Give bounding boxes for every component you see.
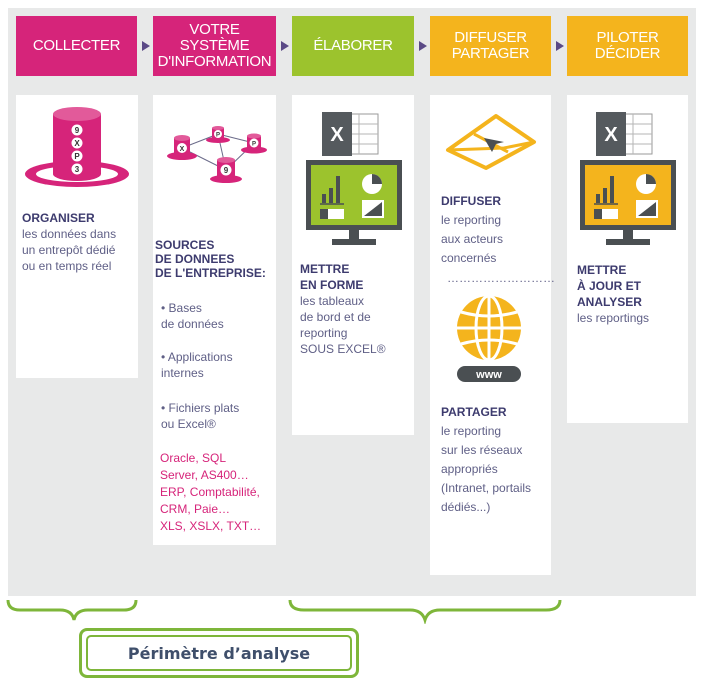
- db-letter: X: [74, 139, 80, 148]
- col4-line: le reporting: [441, 213, 502, 227]
- arrow-icon: [556, 41, 564, 51]
- example-line: CRM, Paie…: [160, 502, 231, 516]
- db-letter: P: [74, 152, 80, 161]
- step-diffuser-partager: DIFFUSER PARTAGER: [430, 16, 551, 76]
- step-elaborer: ÉLABORER: [292, 16, 414, 76]
- db-node: 9: [210, 157, 242, 183]
- excel-monitor-icon: X: [306, 112, 402, 245]
- col4-line: appropriés: [441, 462, 498, 476]
- col4-line: sur les réseaux: [441, 443, 523, 457]
- db-letter: 9: [75, 126, 80, 135]
- step-label: DÉCIDER: [594, 45, 661, 62]
- col3-title-line: EN FORME: [300, 278, 364, 292]
- col3-line: les tableaux: [300, 294, 365, 308]
- col5-line: les reportings: [577, 311, 650, 325]
- node-letter: X: [180, 146, 185, 153]
- db-node: P: [241, 133, 267, 154]
- www-label: www: [475, 369, 502, 381]
- col3-text: METTRE EN FORME les tableaux de bord et …: [300, 261, 412, 357]
- perimetre-analyse-text: Périmètre d’analyse: [86, 635, 352, 671]
- node-letter: 9: [224, 166, 229, 175]
- step-label: PARTAGER: [451, 45, 530, 62]
- bullet-line: • Bases: [161, 301, 202, 315]
- bullet-line: • Fichiers plats: [161, 401, 240, 415]
- example-line: Server, AS400…: [160, 468, 249, 482]
- excel-monitor-icon: X: [580, 112, 676, 245]
- brace-right: [288, 599, 562, 624]
- col1-text: ORGANISER les données dans un entrepôt d…: [22, 210, 137, 274]
- col5-title-line: METTRE: [577, 263, 627, 277]
- envelope-icon: [446, 114, 536, 170]
- col1-line: les données dans: [22, 227, 117, 241]
- step-label: VOTRE: [189, 21, 240, 38]
- excel-letter: X: [604, 124, 618, 146]
- example-line: XLS, XSLX, TXT…: [160, 519, 262, 533]
- bullet-line: • Applications: [161, 350, 233, 364]
- col2-title-line: DE DONNEES: [155, 252, 235, 266]
- step-label: DIFFUSER: [454, 29, 527, 46]
- col5-title-line: À JOUR ET: [577, 279, 642, 293]
- step-collecter: COLLECTER: [16, 16, 137, 76]
- col2-title-line: DE L'ENTREPRISE:: [155, 266, 266, 280]
- col2-title: SOURCES DE DONNEES DE L'ENTREPRISE:: [155, 238, 275, 280]
- db-node: P: [206, 126, 230, 143]
- col2-bullet: • Fichiers plats ou Excel®: [161, 400, 273, 432]
- excel-letter: X: [330, 124, 344, 146]
- db-letter: 3: [75, 165, 80, 174]
- db-node: X: [167, 135, 197, 160]
- example-line: Oracle, SQL: [160, 451, 227, 465]
- col4-line: aux acteurs: [441, 232, 504, 246]
- card-systeme-information: [153, 95, 276, 545]
- col1-line: un entrepôt dédié: [22, 243, 116, 257]
- col2-bullet: • Applications internes: [161, 349, 273, 381]
- example-line: ERP, Comptabilité,: [160, 485, 260, 499]
- step-label: PILOTER: [596, 29, 659, 46]
- step-systeme-information: VOTRE SYSTÈME D'INFORMATION: [153, 16, 276, 76]
- arrow-icon: [142, 41, 150, 51]
- col3-line: de bord et de: [300, 310, 371, 324]
- brace-left: [6, 599, 138, 621]
- col4-line: (Intranet, portails: [441, 481, 532, 495]
- col4-title: PARTAGER: [441, 405, 507, 419]
- step-label: ÉLABORER: [313, 37, 393, 54]
- col3-line: reporting: [300, 326, 348, 340]
- col4-separator: ………………………: [447, 271, 555, 285]
- col2-examples: Oracle, SQL Server, AS400… ERP, Comptabi…: [160, 450, 275, 535]
- globe-www-icon: www: [457, 294, 521, 382]
- col5-text: METTRE À JOUR ET ANALYSER les reportings: [577, 262, 685, 326]
- arrow-icon: [419, 41, 427, 51]
- step-piloter-decider: PILOTER DÉCIDER: [567, 16, 688, 76]
- col2-bullet: • Bases de données: [161, 300, 273, 332]
- col1-title: ORGANISER: [22, 211, 95, 225]
- col4-line: le reporting: [441, 424, 502, 438]
- step-label: SYSTÈME: [179, 37, 250, 54]
- col4-line: dédiés...): [441, 500, 491, 514]
- network-databases-icon: X P P 9: [167, 126, 267, 183]
- col3-line: SOUS EXCEL®: [300, 342, 386, 356]
- col2-title-line: SOURCES: [155, 238, 215, 252]
- perimetre-analyse-label: Périmètre d’analyse: [79, 628, 359, 678]
- col4-line: concernés: [441, 251, 497, 265]
- col4-partager-text: PARTAGER le reporting sur les réseaux ap…: [441, 403, 549, 517]
- col3-title-line: METTRE: [300, 262, 350, 276]
- bullet-line: internes: [161, 366, 204, 380]
- col4-diffuser-text: DIFFUSER le reporting aux acteurs concer…: [441, 192, 549, 268]
- col4-title: DIFFUSER: [441, 194, 501, 208]
- node-letter: P: [252, 142, 256, 148]
- arrow-icon: [281, 41, 289, 51]
- bullet-line: ou Excel®: [161, 417, 216, 431]
- step-label: D'INFORMATION: [157, 53, 272, 70]
- step-label: COLLECTER: [32, 37, 121, 54]
- col1-line: ou en temps réel: [22, 259, 112, 273]
- col5-title-line: ANALYSER: [577, 295, 642, 309]
- node-letter: P: [216, 133, 220, 139]
- bullet-line: de données: [161, 317, 224, 331]
- database-icon: 9 X P 3: [25, 107, 129, 187]
